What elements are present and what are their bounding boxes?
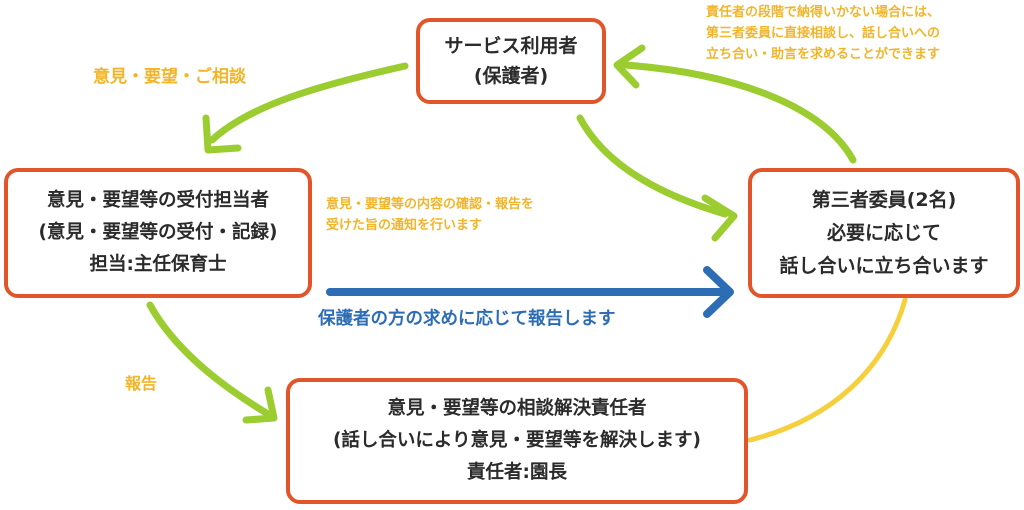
line-resolver-to-third xyxy=(747,297,908,443)
resolution-officer-person: 責任者:園長 xyxy=(467,462,567,483)
reception-staff-role: (意見・要望等の受付・記録) xyxy=(38,222,278,243)
third-party-note-line1: 責任者の段階で納得いかない場合には、 xyxy=(706,5,941,20)
guardian-report-label: 保護者の方の求めに応じて報告します xyxy=(318,309,616,329)
service-user-box: サービス利用者 (保護者) xyxy=(416,18,606,104)
arrow-third-to-user xyxy=(621,61,857,164)
confirmation-note-line1: 意見・要望等の内容の確認・報告を xyxy=(326,197,535,212)
arrowhead-third-to-user xyxy=(613,44,646,89)
arrow-user-to-staff xyxy=(208,62,409,144)
opinion-request-label: 意見・要望・ご相談 xyxy=(93,67,246,87)
service-user-subtitle: (保護者) xyxy=(473,65,549,87)
arrow-user-to-third xyxy=(576,114,729,218)
reception-staff-person: 担当:主任保育士 xyxy=(89,254,227,275)
third-party-line2: 必要に応じて xyxy=(826,221,941,244)
reception-staff-title: 意見・要望等の受付担当者 xyxy=(46,190,269,211)
third-party-note-line3: 立ち合い・助言を求めることができます xyxy=(706,47,941,62)
service-user-title: サービス利用者 xyxy=(444,35,578,57)
third-party-committee-box: 第三者委員(2名) 必要に応じて 話し合いに立ち合います xyxy=(748,168,1020,298)
arrow-staff-to-resolver xyxy=(146,301,272,418)
resolution-officer-box: 意見・要望等の相談解決責任者 (話し合いにより意見・要望等を解決します) 責任者… xyxy=(286,378,748,504)
arrowhead-user-to-staff xyxy=(202,114,242,154)
resolution-officer-role: (話し合いにより意見・要望等を解決します) xyxy=(332,430,702,451)
arrowhead-staff-to-resolver xyxy=(242,386,278,424)
arrowhead-user-to-third xyxy=(701,194,738,242)
third-party-title: 第三者委員(2名) xyxy=(811,188,957,211)
resolution-officer-title: 意見・要望等の相談解決責任者 xyxy=(387,398,647,419)
confirmation-note-line2: 受けた旨の通知を行います xyxy=(326,218,483,233)
report-label: 報告 xyxy=(125,374,158,393)
third-party-note-line2: 第三者委員に直接相談し、話し合いへの xyxy=(706,26,941,41)
reception-staff-box: 意見・要望等の受付担当者 (意見・要望等の受付・記録) 担当:主任保育士 xyxy=(4,168,312,298)
third-party-note: 責任者の段階で納得いかない場合には、 第三者委員に直接相談し、話し合いへの 立ち… xyxy=(706,2,940,65)
confirmation-note: 意見・要望等の内容の確認・報告を 受けた旨の通知を行います xyxy=(326,194,534,236)
third-party-line3: 話し合いに立ち合います xyxy=(779,254,989,277)
arrowhead-blue-report xyxy=(703,266,734,318)
